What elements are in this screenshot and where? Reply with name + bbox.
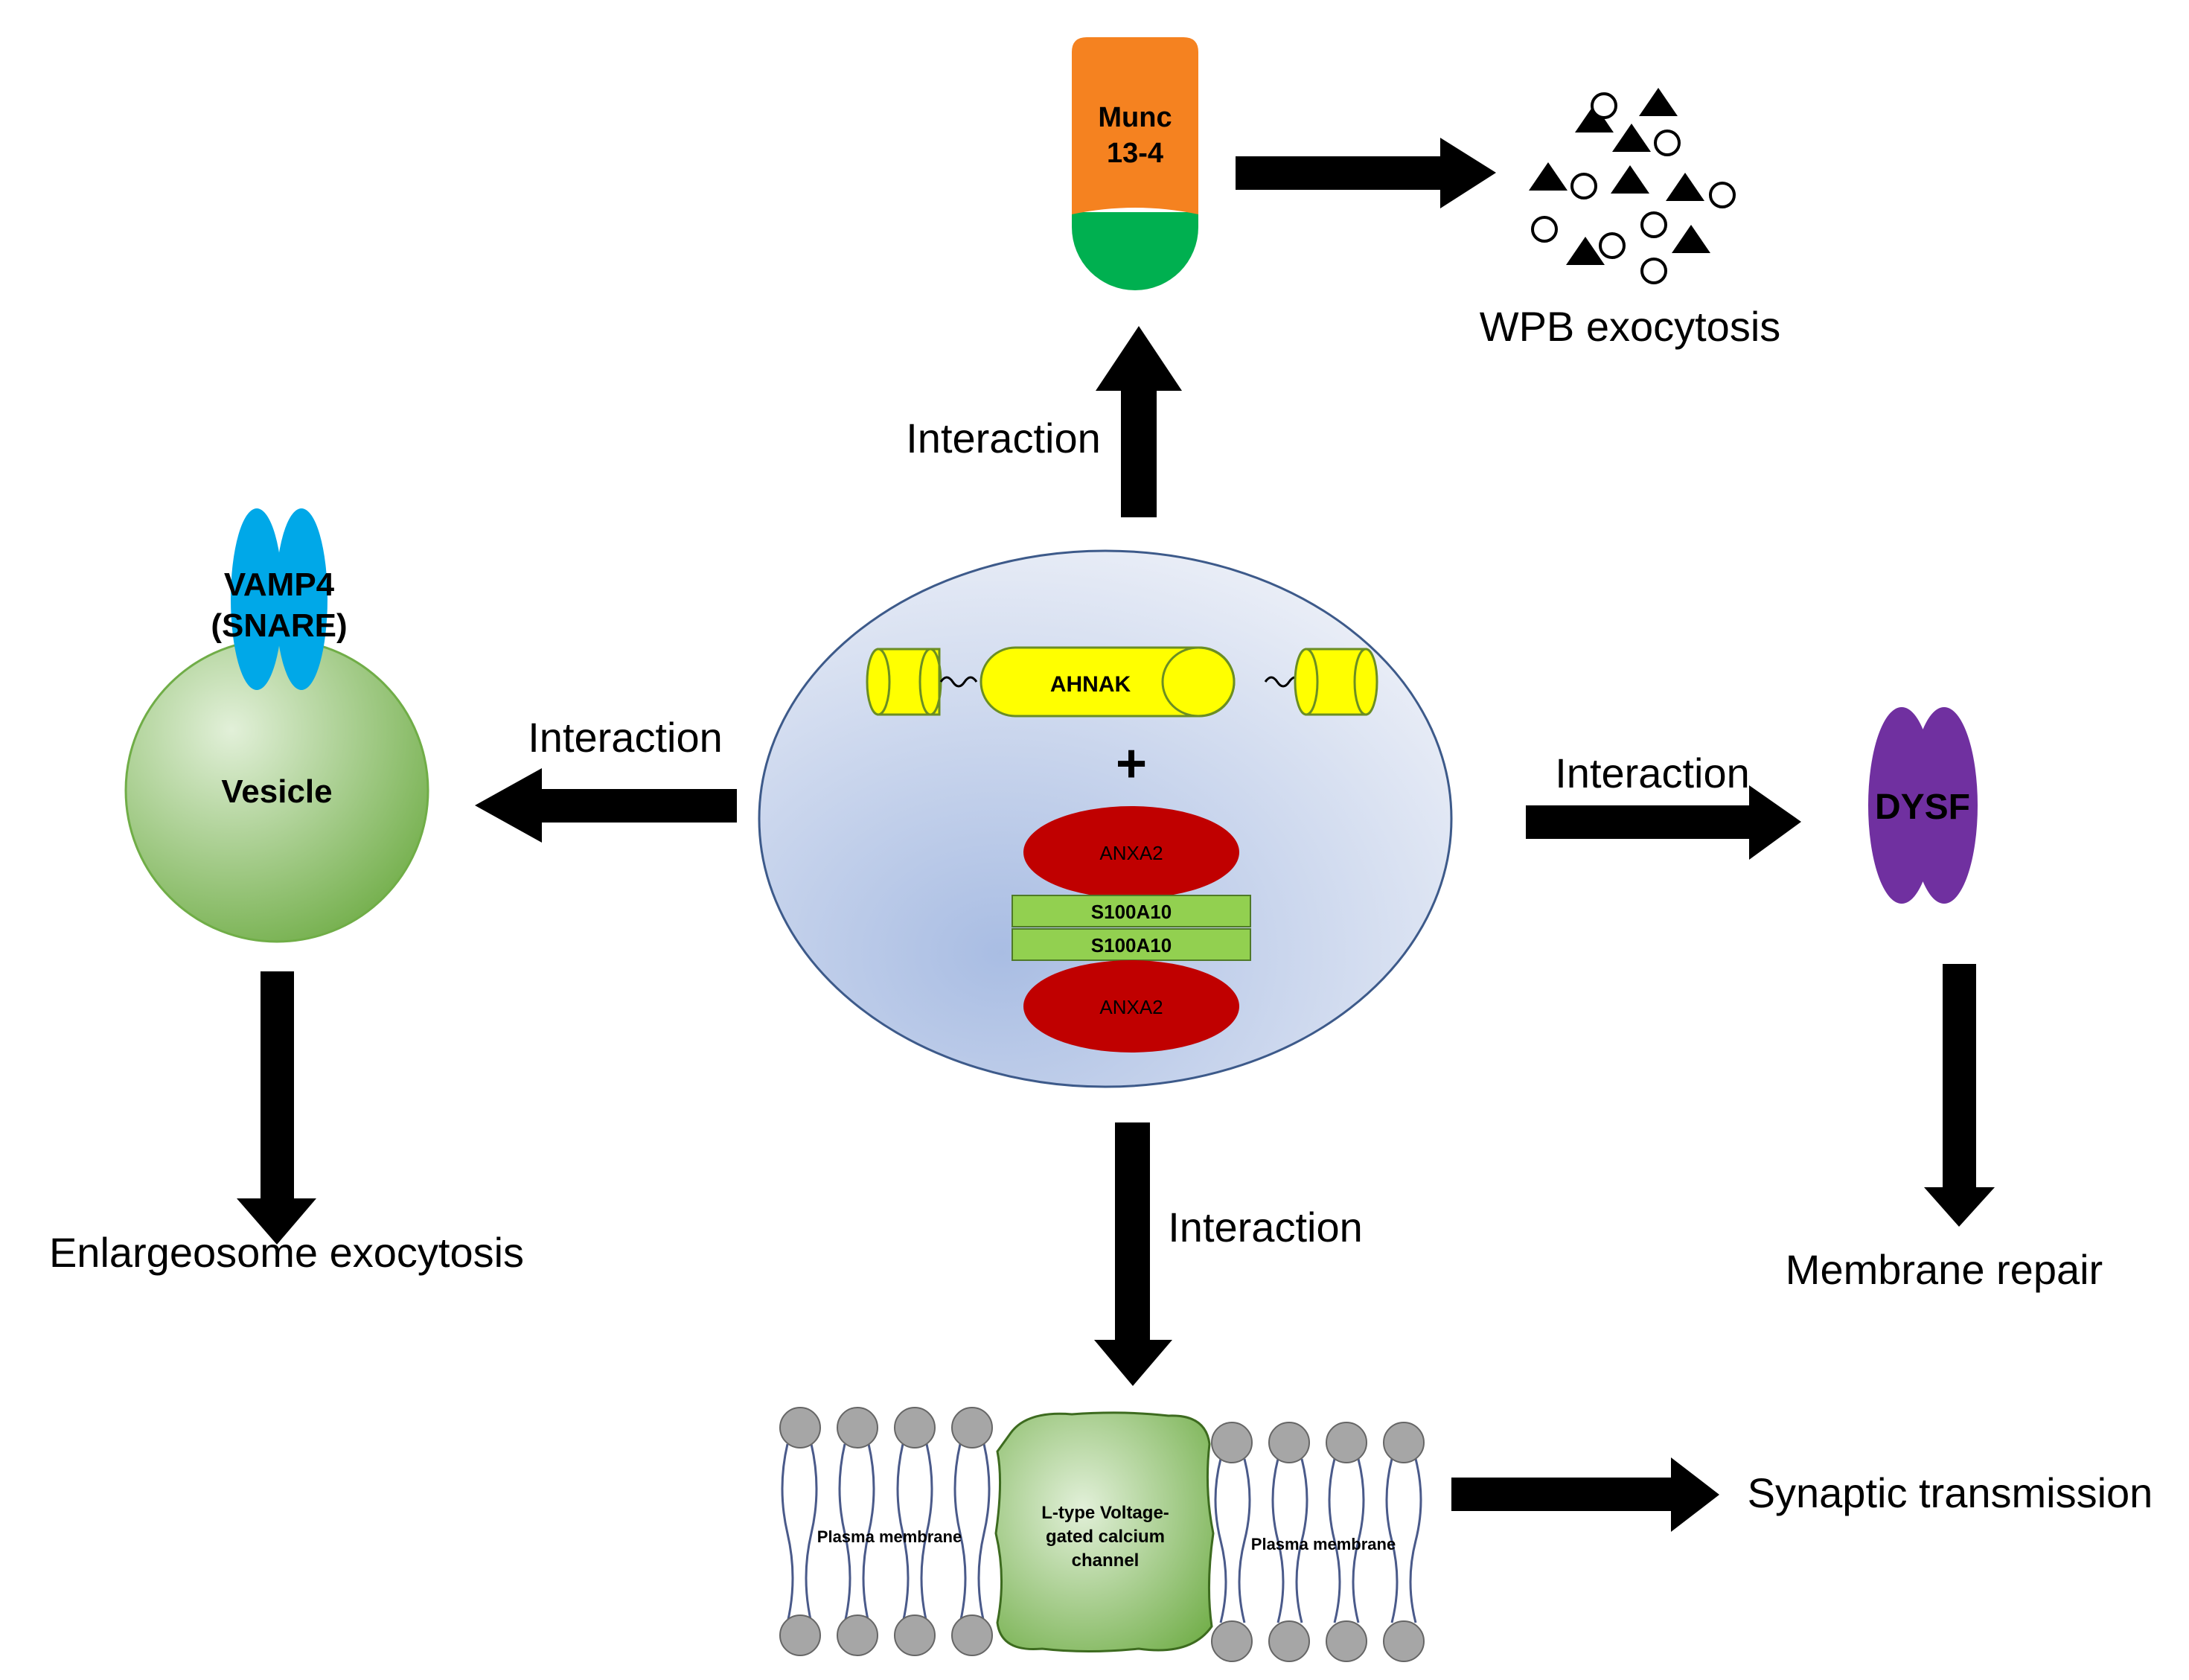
left-branch: Interaction Vesicle VAMP4 (SNARE) Enlarg… xyxy=(49,508,737,1276)
wpb-circle xyxy=(1570,173,1597,199)
bottom-interaction-arrow xyxy=(1094,1122,1172,1386)
wpb-circle xyxy=(1591,92,1617,119)
munc13-4-label-line1: Munc xyxy=(1098,102,1172,133)
lipid-head xyxy=(1383,1422,1425,1463)
munc13-4-protein: Munc 13-4 xyxy=(1072,37,1198,290)
dysf-label: DYSF xyxy=(1875,788,1970,827)
calcium-channel-label-line3: channel xyxy=(1072,1550,1140,1571)
right-branch: Interaction DYSF Membrane repair xyxy=(1526,707,2103,1293)
lipid-head xyxy=(1211,1422,1253,1463)
vesicle-label: Vesicle xyxy=(221,773,332,810)
wpb-circle xyxy=(1709,182,1736,208)
lipid-head xyxy=(779,1614,821,1656)
vamp4-lobe-left xyxy=(231,508,283,690)
lipid-head xyxy=(1326,1620,1367,1662)
right-interaction-label: Interaction xyxy=(1555,750,1750,796)
s100a10-bottom xyxy=(1012,928,1251,961)
lipid-head xyxy=(894,1407,936,1449)
calcium-channel-body xyxy=(994,1411,1215,1652)
left-interaction-arrow xyxy=(475,768,737,843)
lipid-head xyxy=(779,1407,821,1449)
wpb-exocytosis-label: WPB exocytosis xyxy=(1480,303,1781,350)
wpb-triangle xyxy=(1639,88,1678,116)
wpb-circle xyxy=(1654,130,1681,156)
top-interaction-label: Interaction xyxy=(906,415,1101,461)
wpb-triangle xyxy=(1612,124,1651,152)
plasma-membrane-left: Plasma membrane xyxy=(779,1407,993,1656)
lipid-head xyxy=(1268,1620,1310,1662)
synaptic-transmission-arrow xyxy=(1451,1457,1719,1532)
lipid-head xyxy=(837,1614,878,1656)
dysf-protein: DYSF xyxy=(1868,707,1978,904)
enlargeosome-exocytosis-label: Enlargeosome exocytosis xyxy=(49,1229,524,1276)
plasma-membrane-left-label: Plasma membrane xyxy=(817,1527,962,1546)
ahnak-left-linker xyxy=(939,676,978,688)
lipid-head xyxy=(1211,1620,1253,1662)
munc13-4-orange-domain xyxy=(1072,37,1198,214)
vamp4-label-line2: (SNARE) xyxy=(211,607,347,644)
calcium-channel-label-line2: gated calcium xyxy=(1046,1527,1165,1547)
lipid-head xyxy=(1268,1422,1310,1463)
wpb-circle xyxy=(1599,232,1626,259)
wpb-granule-contents xyxy=(1529,88,1736,284)
lipid-head xyxy=(1383,1620,1425,1662)
wpb-circle xyxy=(1640,258,1667,284)
wpb-triangle xyxy=(1566,237,1605,265)
vamp4-lobe-right xyxy=(275,508,327,690)
synaptic-transmission-label: Synaptic transmission xyxy=(1748,1469,2153,1516)
lipid-head xyxy=(951,1407,993,1449)
l-type-calcium-channel: L-type Voltage- gated calcium channel xyxy=(994,1411,1215,1652)
ahnak-protein: AHNAK xyxy=(866,646,1378,718)
wpb-arrow xyxy=(1236,138,1496,208)
central-complex: AHNAK + ANXA2 S100A10 S100A10 ANXA2 xyxy=(758,549,1453,1088)
left-interaction-label: Interaction xyxy=(528,714,723,761)
wpb-triangle xyxy=(1666,173,1704,201)
top-interaction-arrow xyxy=(1096,326,1182,517)
membrane-repair-label: Membrane repair xyxy=(1786,1246,2103,1293)
ahnak-right-domain-cap xyxy=(1294,648,1319,716)
wpb-triangle xyxy=(1672,225,1710,253)
lipid-head xyxy=(837,1407,878,1449)
anxa2-s100a10-complex: ANXA2 S100A10 S100A10 ANXA2 xyxy=(1012,806,1251,1053)
munc13-4-green-domain xyxy=(1072,212,1198,290)
lipid-head xyxy=(1326,1422,1367,1463)
lipid-tails-left xyxy=(781,1443,991,1623)
vesicle: Vesicle xyxy=(124,638,429,943)
vamp4-snare-protein: VAMP4 (SNARE) xyxy=(211,508,348,690)
calcium-channel-label-line1: L-type Voltage- xyxy=(1041,1503,1169,1523)
lipid-tails-right xyxy=(1214,1458,1422,1623)
bottom-interaction-label: Interaction xyxy=(1168,1204,1363,1251)
plasma-membrane-right-label: Plasma membrane xyxy=(1251,1535,1396,1553)
anxa2-top xyxy=(1023,806,1239,898)
right-interaction-arrow xyxy=(1526,785,1801,860)
anxa2-top-label: ANXA2 xyxy=(1099,842,1163,864)
ahnak-central-cap xyxy=(1161,646,1236,718)
vamp4-label-line1: VAMP4 xyxy=(224,566,335,603)
bottom-branch: Interaction Plasma membrane xyxy=(779,1122,2153,1662)
anxa2-bottom xyxy=(1023,960,1239,1053)
wpb-triangle xyxy=(1575,104,1614,132)
dysf-lobe-right xyxy=(1911,707,1978,904)
s100a10-top xyxy=(1012,895,1251,927)
ahnak-label: AHNAK xyxy=(1050,672,1131,697)
s100a10-top-label: S100A10 xyxy=(1091,901,1172,923)
ahnak-right-domain-end xyxy=(1353,648,1378,716)
lipid-head xyxy=(951,1614,993,1656)
plus-sign: + xyxy=(1116,734,1147,793)
munc13-4-label-line2: 13-4 xyxy=(1107,138,1163,169)
s100a10-bottom-label: S100A10 xyxy=(1091,934,1172,956)
lipid-head xyxy=(894,1614,936,1656)
wpb-triangle xyxy=(1529,162,1568,191)
plasma-membrane-right: Plasma membrane xyxy=(1211,1422,1425,1662)
membrane-repair-arrow xyxy=(1924,964,1995,1227)
wpb-circle xyxy=(1531,216,1558,243)
ahnak-left-domain-cap xyxy=(866,648,891,716)
wpb-circle xyxy=(1640,211,1667,238)
anxa2-bottom-label: ANXA2 xyxy=(1099,996,1163,1018)
wpb-triangle xyxy=(1611,165,1649,194)
enlargeosome-arrow xyxy=(237,971,316,1245)
top-branch: Interaction Munc 13-4 xyxy=(906,37,1780,517)
